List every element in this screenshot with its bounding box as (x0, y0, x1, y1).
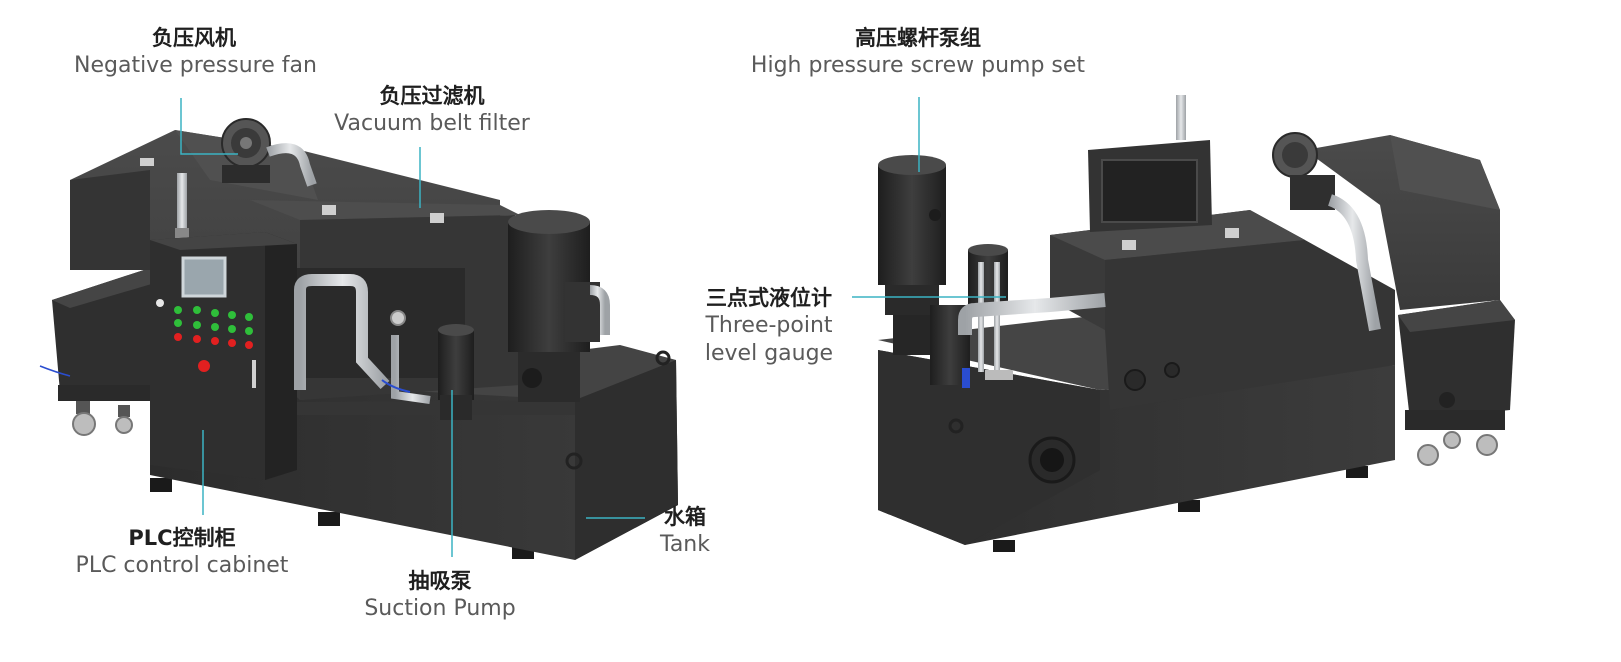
leader-fan (180, 98, 238, 155)
caster-wheel (115, 405, 133, 434)
label-screw-pump-zh: 高压螺杆泵组 (855, 26, 981, 50)
negative-pressure-fan-right (1272, 132, 1381, 332)
label-filter-en: Vacuum belt filter (334, 111, 530, 136)
label-plc-zh: PLC控制柜 (128, 526, 236, 550)
vertical-motor (508, 210, 610, 402)
leader-lines (180, 97, 1006, 557)
negative-pressure-fan (221, 118, 317, 187)
label-negative-pressure-fan: 负压风机 Negative pressure fan (74, 24, 317, 80)
panel-buttons (156, 299, 253, 372)
label-suction-en: Suction Pump (364, 596, 516, 621)
label-level-gauge-en-1: Three-point (705, 313, 833, 338)
label-filter-zh: 负压过滤机 (379, 84, 485, 108)
label-level-gauge-zh: 三点式液位计 (706, 286, 832, 310)
caster-wheel (72, 400, 96, 436)
label-three-point-level-gauge: 三点式液位计 Three-point level gauge (694, 284, 844, 368)
suction-pump (438, 324, 474, 420)
label-fan-zh: 负压风机 (152, 26, 236, 50)
label-vacuum-belt-filter: 负压过滤机 Vacuum belt filter (332, 82, 532, 138)
label-level-gauge-en-2: level gauge (704, 341, 834, 366)
label-fan-en: Negative pressure fan (74, 53, 317, 78)
label-screw-pump-en: High pressure screw pump set (750, 53, 1086, 78)
plc-control-cabinet (150, 232, 297, 480)
label-plc-control-cabinet: PLC控制柜 PLC control cabinet (72, 524, 292, 580)
label-suction-zh: 抽吸泵 (408, 569, 472, 593)
label-tank: 水箱 Tank (648, 503, 722, 559)
left-machine (39, 118, 678, 560)
label-high-pressure-screw-pump: 高压螺杆泵组 High pressure screw pump set (748, 24, 1088, 80)
label-tank-en: Tank (660, 532, 710, 557)
high-pressure-screw-pump (878, 155, 946, 355)
right-machine (878, 95, 1515, 552)
three-point-level-gauge (978, 262, 1013, 380)
label-tank-zh: 水箱 (664, 505, 706, 529)
label-suction-pump: 抽吸泵 Suction Pump (356, 567, 524, 623)
label-plc-en: PLC control cabinet (75, 553, 289, 578)
